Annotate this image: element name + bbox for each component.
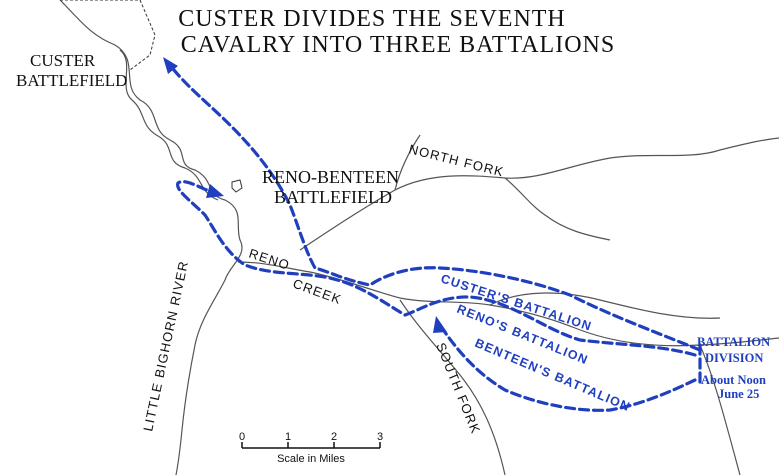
reno-route-arrow (206, 184, 224, 198)
custer-battlefield-label-2: BATTLEFIELD (16, 71, 127, 90)
reno-creek-tributary (489, 292, 721, 319)
custer-route-arrow (163, 57, 178, 74)
scale-caption: Scale in Miles (277, 453, 345, 465)
reno-benteen-marker (231, 179, 243, 193)
north-fork-upper (394, 134, 421, 191)
north-fork-branch (504, 177, 611, 241)
reno-benteen-label-2: BATTLEFIELD (274, 187, 392, 207)
benteen-route-line (438, 323, 697, 412)
scale-label-3: 3 (377, 431, 383, 443)
reno-route-line (176, 180, 697, 357)
reno-benteen-label-1: RENO-BENTEEN (262, 167, 399, 187)
scale-label-2: 2 (331, 431, 337, 443)
custer-battlefield-label-1: CUSTER (30, 51, 96, 70)
custer-battlefield-boundary (60, 0, 156, 71)
north-fork-line (299, 137, 779, 251)
scale-label-0: 0 (239, 431, 245, 443)
rivers (59, 0, 779, 475)
battalion-division-time: About Noon (701, 373, 766, 387)
south-tributary (699, 344, 741, 475)
south-fork-label: SOUTH FORK (433, 341, 483, 437)
benteen-route-arrow (433, 316, 447, 333)
custer-route-line (168, 63, 702, 352)
battalion-routes (163, 57, 702, 412)
scale-bar: 0 1 2 3 Scale in Miles (239, 431, 383, 465)
battalion-division-date: June 25 (718, 387, 759, 401)
north-fork-label: NORTH FORK (407, 141, 505, 179)
battalion-division-label-2: DIVISION (705, 351, 763, 365)
battalion-division-label-1: BATTALION (697, 335, 770, 349)
scale-label-1: 1 (285, 431, 291, 443)
south-fork-line (399, 299, 506, 475)
little-bighorn-river-line (59, 0, 243, 475)
map-title-line2: CAVALRY INTO THREE BATTALIONS (181, 32, 615, 58)
little-bighorn-label: LITTLE BIGHORN RIVER (140, 259, 191, 433)
little-bighorn-river-bank (119, 49, 219, 201)
map-title-line1: CUSTER DIVIDES THE SEVENTH (178, 6, 566, 32)
